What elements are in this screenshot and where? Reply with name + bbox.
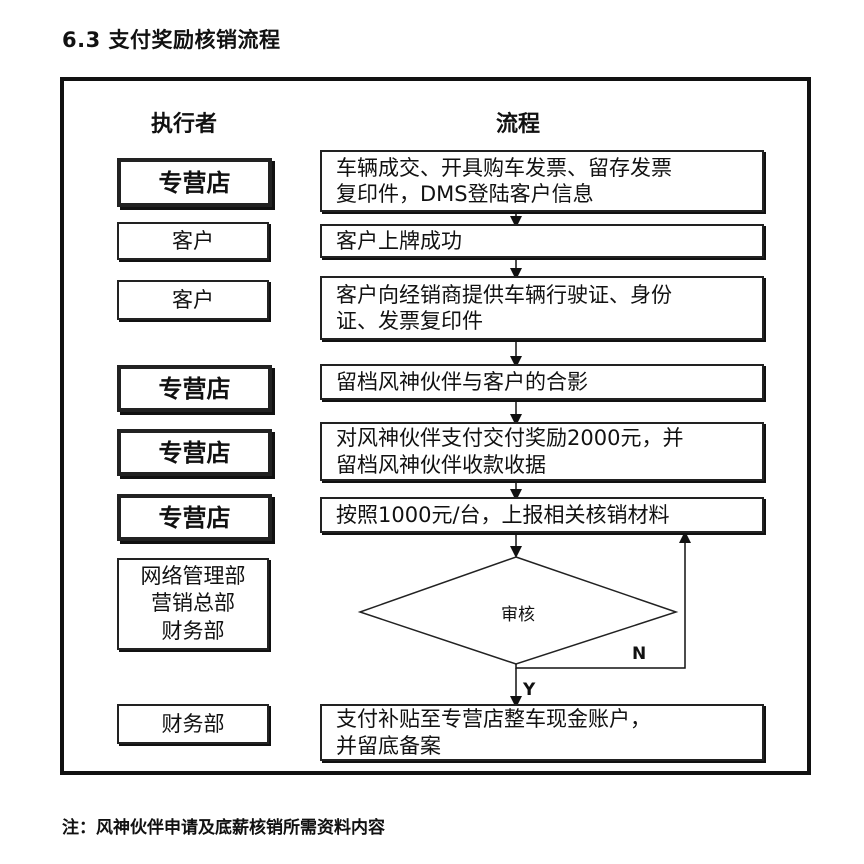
actor-customer-2: 客户 — [117, 280, 269, 320]
step-5-line-2: 留档风神伙伴收款收据 — [336, 452, 546, 477]
flowchart-frame — [60, 77, 811, 775]
process-column-header: 流程 — [496, 112, 541, 137]
actor-dealer-1: 专营店 — [117, 158, 272, 207]
actor-dealer-2: 专营店 — [117, 365, 272, 412]
step-2: 客户上牌成功 — [320, 224, 764, 258]
step-7-line-2: 并留底备案 — [336, 733, 441, 758]
step-1-line-1: 车辆成交、开具购车发票、留存发票 — [336, 155, 672, 180]
actor-customer-1: 客户 — [117, 222, 269, 260]
no-branch-label: N — [632, 644, 647, 664]
actor-finance: 财务部 — [117, 704, 269, 744]
step-2-line-1: 客户上牌成功 — [336, 228, 462, 253]
step-4: 留档风神伙伴与客户的合影 — [320, 364, 764, 400]
actor-dealer-3: 专营店 — [117, 429, 272, 476]
step-1: 车辆成交、开具购车发票、留存发票 复印件，DMS登陆客户信息 — [320, 150, 764, 212]
step-5-line-1: 对风神伙伴支付交付奖励2000元，并 — [336, 426, 684, 451]
yes-branch-label: Y — [523, 680, 536, 700]
step-7: 支付补贴至专营店整车现金账户， 并留底备案 — [320, 704, 764, 761]
step-4-line-1: 留档风神伙伴与客户的合影 — [336, 369, 588, 394]
executor-column-header: 执行者 — [151, 112, 218, 137]
footnote: 注：风神伙伴申请及底薪核销所需资料内容 — [62, 818, 385, 838]
step-3: 客户向经销商提供车辆行驶证、身份 证、发票复印件 — [320, 276, 764, 340]
actor-network-dept: 网络管理部 — [140, 564, 246, 589]
step-5: 对风神伙伴支付交付奖励2000元，并 留档风神伙伴收款收据 — [320, 422, 764, 481]
section-title: 6.3 支付奖励核销流程 — [62, 28, 281, 52]
actor-departments: 网络管理部 营销总部 财务部 — [117, 558, 269, 650]
actor-marketing-hq: 营销总部 — [151, 591, 235, 616]
no-loop-connector — [515, 531, 691, 669]
actor-finance-dept: 财务部 — [161, 618, 225, 643]
decision-label: 审核 — [501, 605, 535, 625]
step-7-line-1: 支付补贴至专营店整车现金账户， — [336, 707, 651, 732]
step-3-line-1: 客户向经销商提供车辆行驶证、身份 — [336, 282, 672, 307]
step-6: 按照1000元/台，上报相关核销材料 — [320, 497, 764, 533]
step-1-line-2: 复印件，DMS登陆客户信息 — [336, 182, 594, 206]
step-6-line-1: 按照1000元/台，上报相关核销材料 — [336, 502, 670, 527]
step-3-line-2: 证、发票复印件 — [336, 309, 483, 333]
actor-dealer-4: 专营店 — [117, 494, 272, 541]
